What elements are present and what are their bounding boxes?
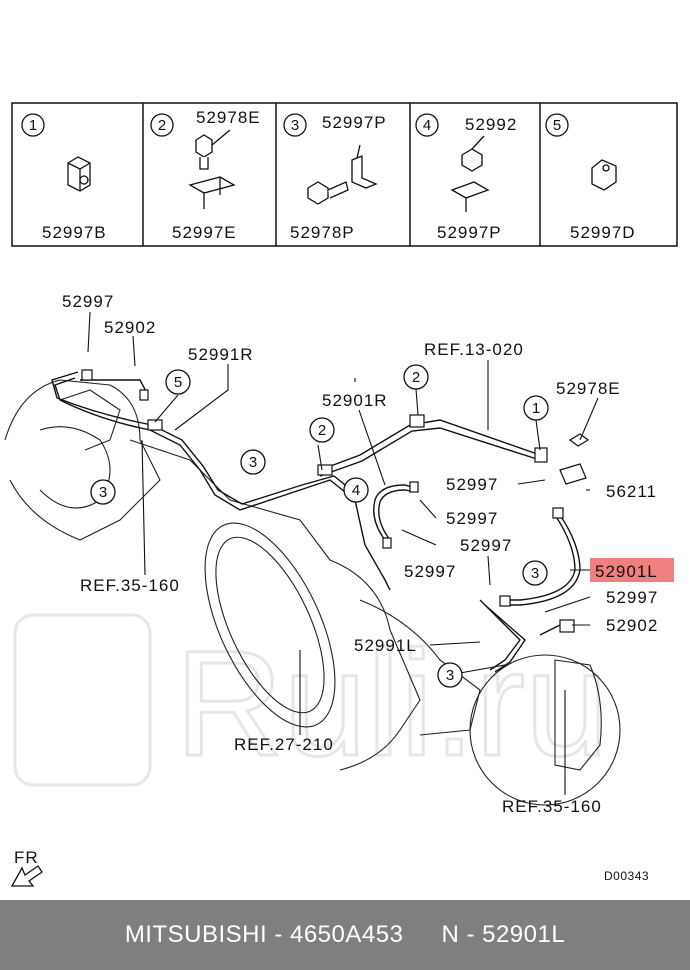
svg-text:Ruli.ru: Ruli.ru: [175, 619, 608, 787]
svg-text:2: 2: [158, 117, 166, 134]
svg-text:5: 5: [553, 117, 561, 134]
label-52902: 52902: [104, 318, 156, 337]
vehicle-outline: [4, 379, 621, 806]
bracket-icon: [351, 144, 378, 189]
svg-text:52997E: 52997E: [172, 223, 237, 242]
footer-item-number: N - 52901L: [441, 921, 566, 948]
svg-text:2: 2: [412, 369, 420, 386]
marker-3: 3: [522, 560, 548, 586]
svg-text:52978E: 52978E: [196, 108, 261, 127]
label-52991l: 52991L: [354, 636, 417, 655]
svg-text:3: 3: [249, 454, 257, 471]
label-52997: 52997: [404, 562, 456, 581]
svg-text:52997B: 52997B: [42, 223, 107, 242]
parts-diagram: Ruli.ru 1 52997B 2 52978E 529: [4, 102, 678, 887]
label-52997: 52997: [446, 475, 498, 494]
footer-brand-part-number: MITSUBISHI - 4650A453: [124, 921, 404, 948]
label-52991r: 52991R: [188, 345, 254, 364]
svg-text:4: 4: [352, 482, 360, 499]
marker-2: 2: [403, 364, 429, 390]
marker-4: 4: [343, 477, 369, 503]
marker-3: 3: [240, 449, 266, 475]
legend-cell-2: 2 52978E 52997E: [150, 108, 261, 242]
label-52901l-highlighted: 52901L: [595, 562, 658, 581]
label-52997: 52997: [446, 509, 498, 528]
legend-cell-4: 4 52992 52997P: [415, 113, 517, 242]
label-52997: 52997: [460, 536, 512, 555]
label-52997: 52997: [62, 292, 114, 311]
marker-2: 2: [309, 417, 335, 443]
svg-text:1: 1: [29, 117, 37, 134]
svg-text:52978P: 52978P: [290, 223, 355, 242]
label-52901r: 52901R: [322, 391, 388, 410]
svg-text:52997P: 52997P: [437, 223, 502, 242]
marker-3: 3: [437, 662, 463, 688]
label-ref-13-020: REF.13-020: [424, 340, 524, 359]
svg-text:52997D: 52997D: [570, 223, 636, 242]
svg-text:3: 3: [531, 565, 539, 582]
nut-icon: [461, 135, 485, 172]
bolt-icon: [195, 129, 231, 170]
brake-pipes: [51, 371, 581, 673]
svg-text:3: 3: [446, 667, 454, 684]
label-fr: FR: [14, 848, 39, 867]
svg-text:3: 3: [291, 117, 299, 134]
callout-labels: 52997 52902 52991R REF.13-020 52978E 529…: [14, 292, 658, 883]
clip-icon: [450, 181, 490, 212]
svg-text:52997P: 52997P: [322, 113, 387, 132]
legend-cell-3: 3 52997P 52978P: [283, 113, 387, 242]
clip-icon: [188, 176, 236, 209]
svg-text:1: 1: [532, 400, 540, 417]
marker-1: 1: [523, 395, 549, 421]
footer-bar: MITSUBISHI - 4650A453 N - 52901L: [0, 900, 690, 970]
legend-cell-5: 5 52997D: [545, 113, 636, 242]
svg-text:5: 5: [174, 374, 182, 391]
label-56211: 56211: [606, 482, 657, 501]
bolt-icon: [307, 181, 349, 205]
svg-text:52992: 52992: [465, 115, 517, 134]
legend-table: [11, 102, 678, 247]
label-52902: 52902: [606, 616, 658, 635]
clip-icon: [591, 159, 617, 191]
label-ref-35-160: REF.35-160: [80, 576, 180, 595]
clip-icon: [67, 156, 91, 192]
marker-5: 5: [165, 369, 191, 395]
label-ref-27-210: REF.27-210: [234, 735, 334, 754]
label-52978e: 52978E: [556, 379, 621, 398]
highlight-box: [590, 558, 674, 582]
leader-lines: [87, 311, 599, 795]
drawing-code: D00343: [604, 869, 649, 883]
watermark: Ruli.ru: [13, 613, 610, 789]
fittings: [81, 369, 590, 633]
label-ref-35-160: REF.35-160: [502, 797, 602, 816]
svg-text:3: 3: [99, 484, 107, 501]
svg-text:4: 4: [423, 117, 431, 134]
svg-text:2: 2: [318, 422, 326, 439]
label-52997: 52997: [606, 588, 658, 607]
marker-3: 3: [90, 479, 116, 505]
legend-cell-1: 1 52997B: [21, 113, 107, 242]
forward-arrow-icon: [10, 865, 43, 887]
